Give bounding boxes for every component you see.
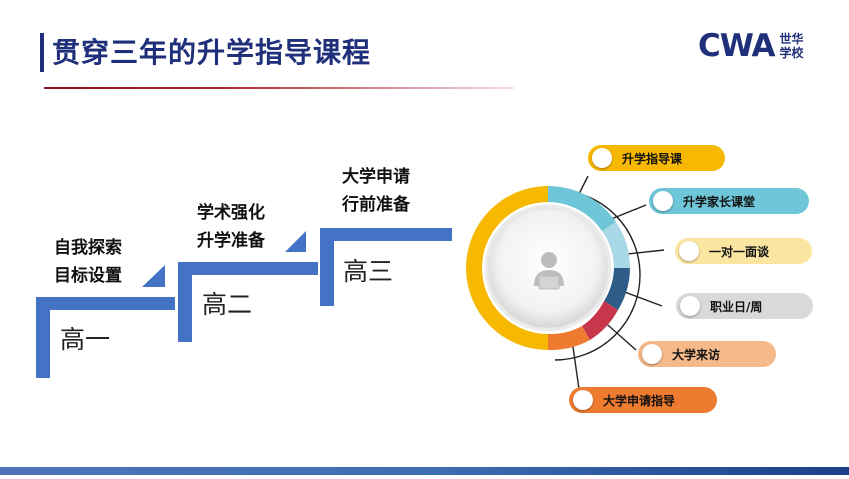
hub-segment-navy (604, 268, 630, 310)
title-underline (44, 87, 514, 89)
title-accent-bar (40, 33, 44, 72)
stair-3-grade: 高三 (343, 257, 394, 286)
person-laptop-icon (534, 252, 564, 290)
stair-2-label: 学术强化 升学准备 (197, 199, 265, 255)
stair-1-label: 自我探索 目标设置 (54, 234, 122, 290)
hub-segment-crimson (582, 301, 618, 340)
pill-label: 职业日/周 (710, 299, 763, 314)
program-pill-university-visit: 大学来访 (638, 341, 776, 367)
pill-label: 一对一面谈 (709, 244, 770, 259)
logo-cn-line2: 学校 (779, 46, 804, 60)
pill-knob (642, 344, 662, 364)
pill-label: 大学来访 (672, 347, 721, 362)
stair-3-label: 大学申请 行前准备 (342, 163, 410, 219)
logo-cn-block: 世华 学校 (780, 32, 804, 60)
program-pill-career-day: 职业日/周 (676, 293, 813, 319)
hub-inner-shadow (484, 204, 612, 332)
cwa-logo: CWA 世华 学校 (698, 28, 804, 64)
stair-arrow-1 (142, 265, 165, 287)
page-title: 贯穿三年的升学指导课程 (52, 36, 372, 69)
pill-label: 大学申请指导 (603, 393, 676, 408)
stair-2-line1: 学术强化 (197, 203, 265, 223)
stair-step-1 (36, 297, 175, 378)
logo-text: CWA (698, 28, 776, 64)
stair-3-line2: 行前准备 (342, 195, 410, 215)
stair-step-3 (320, 228, 452, 306)
pill-knob (592, 148, 612, 168)
program-pill-one-on-one: 一对一面谈 (675, 238, 812, 264)
pill-knob (680, 296, 700, 316)
pill-knob (573, 390, 593, 410)
stair-1-line1: 自我探索 (54, 238, 122, 258)
hub-segment-lightblue (602, 222, 631, 268)
stair-2-line2: 升学准备 (197, 231, 265, 251)
logo-cn-line1: 世华 (779, 32, 804, 46)
hub-ring-yellow (466, 186, 548, 350)
pill-label: 升学指导课 (622, 151, 683, 166)
stair-arrow-2 (285, 231, 306, 252)
pill-knob (653, 191, 673, 211)
program-pill-guidance-class: 升学指导课 (588, 145, 725, 171)
connector-6 (571, 339, 581, 397)
program-pill-parent-class: 升学家长课堂 (649, 188, 809, 214)
program-pill-application-guidance: 大学申请指导 (569, 387, 717, 413)
stair-step-2 (178, 262, 318, 342)
connector-arc (554, 189, 641, 361)
stair-2-grade: 高二 (202, 290, 253, 319)
stair-3-line1: 大学申请 (342, 167, 410, 187)
hub-inner-disc (487, 207, 609, 329)
stair-1-line2: 目标设置 (54, 266, 122, 286)
stair-1-grade: 高一 (60, 325, 111, 354)
pill-knob (679, 241, 699, 261)
hub-segment-teal (548, 185, 616, 231)
pill-label: 升学家长课堂 (683, 194, 756, 209)
bottom-accent-bar (0, 467, 849, 475)
hub-segment-orange (548, 326, 590, 351)
